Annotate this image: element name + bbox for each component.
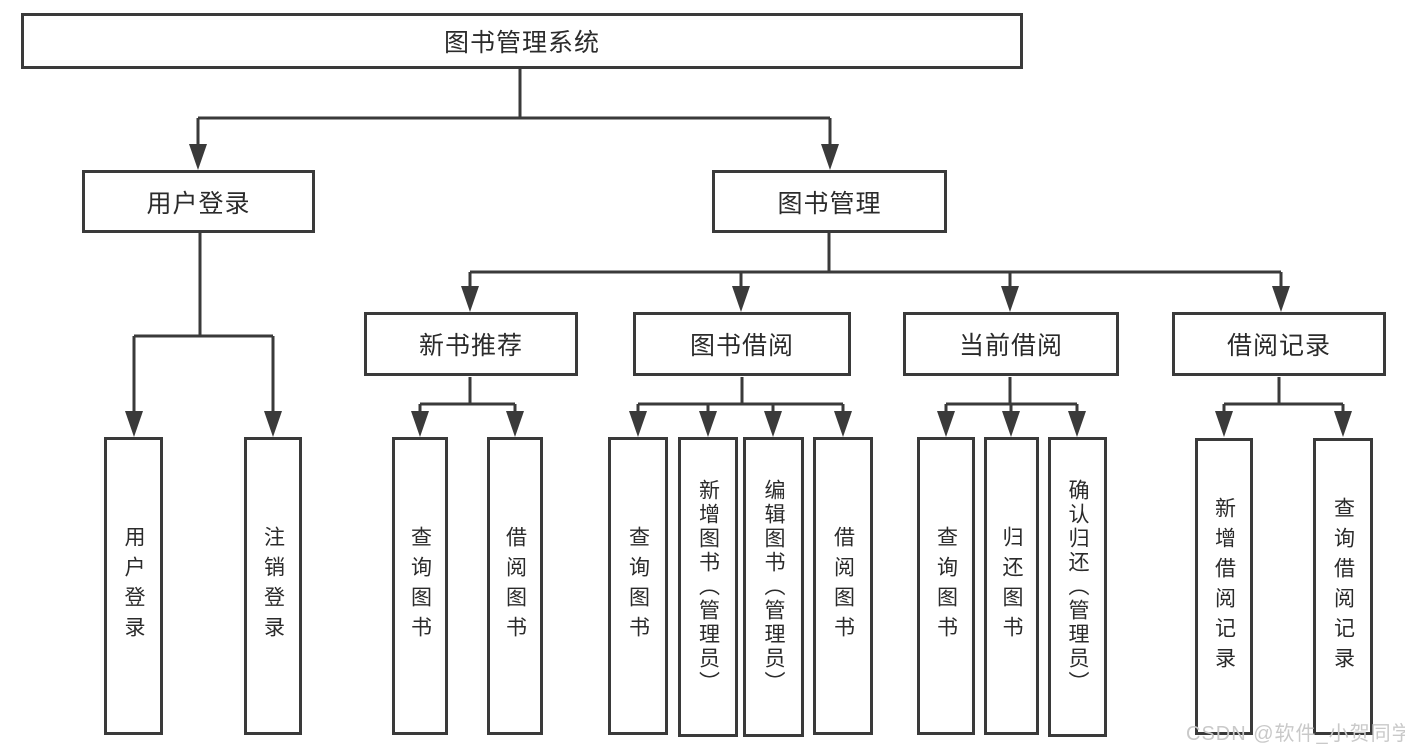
- node-label: 用户登录: [122, 526, 145, 646]
- arrow-down-icon: [189, 144, 207, 170]
- node-label: 用户登录: [146, 189, 251, 218]
- arrow-down-icon: [1215, 411, 1233, 437]
- arrow-down-icon: [1068, 411, 1086, 437]
- node-label: 查询借阅记录: [1331, 496, 1355, 677]
- leaf-borrow-books-1: 借阅图书: [487, 437, 543, 735]
- node-label: 当前借阅: [958, 332, 1063, 360]
- watermark: CSDN @软件_小贺同学: [1186, 723, 1405, 745]
- arrow-down-icon: [937, 411, 955, 437]
- node-book-borrowing: 图书借阅: [633, 312, 851, 376]
- node-label: 新增图书（管理员）: [696, 479, 720, 695]
- node-user-login: 用户登录: [82, 170, 315, 233]
- node-label: 归还图书: [1000, 526, 1023, 646]
- arrow-down-icon: [629, 411, 647, 437]
- arrow-down-icon: [506, 411, 524, 437]
- node-label: 编辑图书（管理员）: [762, 479, 785, 695]
- leaf-edit-book-admin: 编辑图书（管理员）: [743, 437, 804, 737]
- leaf-add-book-admin: 新增图书（管理员）: [678, 437, 738, 737]
- arrow-down-icon: [1001, 286, 1019, 312]
- node-label: 注销登录: [261, 526, 285, 646]
- node-label: 新书推荐: [418, 332, 523, 360]
- node-label: 图书管理: [777, 189, 882, 218]
- node-book-management: 图书管理: [712, 170, 947, 233]
- leaf-confirm-return-admin: 确认归还（管理员）: [1048, 437, 1107, 737]
- leaf-query-books-3: 查询图书: [917, 437, 975, 735]
- node-label: 查询图书: [626, 526, 650, 646]
- arrow-down-icon: [264, 411, 282, 437]
- node-label: 新增借阅记录: [1212, 496, 1236, 677]
- leaf-user-login: 用户登录: [104, 437, 163, 735]
- node-label: 确认归还（管理员）: [1066, 479, 1089, 695]
- arrow-down-icon: [411, 411, 429, 437]
- arrow-down-icon: [1272, 286, 1290, 312]
- arrow-down-icon: [764, 411, 782, 437]
- arrow-down-icon: [1334, 411, 1352, 437]
- leaf-query-borrow-record: 查询借阅记录: [1313, 438, 1373, 735]
- leaf-return-book: 归还图书: [984, 437, 1039, 735]
- leaf-borrow-books-2: 借阅图书: [813, 437, 873, 735]
- arrow-down-icon: [461, 286, 479, 312]
- node-label: 借阅记录: [1226, 332, 1331, 360]
- arrow-down-icon: [1002, 411, 1020, 437]
- arrowheads: [125, 144, 1352, 437]
- node-current-borrowing: 当前借阅: [903, 312, 1119, 376]
- arrow-down-icon: [821, 144, 839, 170]
- node-label: 查询图书: [408, 526, 432, 646]
- node-label: 借阅图书: [503, 526, 527, 646]
- node-label: 图书借阅: [689, 332, 794, 360]
- leaf-add-borrow-record: 新增借阅记录: [1195, 438, 1253, 735]
- leaf-query-books-2: 查询图书: [608, 437, 668, 735]
- node-new-book-recommend: 新书推荐: [364, 312, 578, 376]
- node-label: 查询图书: [934, 526, 958, 646]
- leaf-logout: 注销登录: [244, 437, 302, 735]
- arrow-down-icon: [125, 411, 143, 437]
- node-label: 借阅图书: [831, 526, 855, 646]
- leaf-query-books-1: 查询图书: [392, 437, 448, 735]
- arrow-down-icon: [732, 286, 750, 312]
- arrow-down-icon: [699, 411, 717, 437]
- arrow-down-icon: [834, 411, 852, 437]
- node-root: 图书管理系统: [21, 13, 1023, 69]
- node-borrowing-records: 借阅记录: [1172, 312, 1386, 376]
- node-label: 图书管理系统: [443, 29, 600, 57]
